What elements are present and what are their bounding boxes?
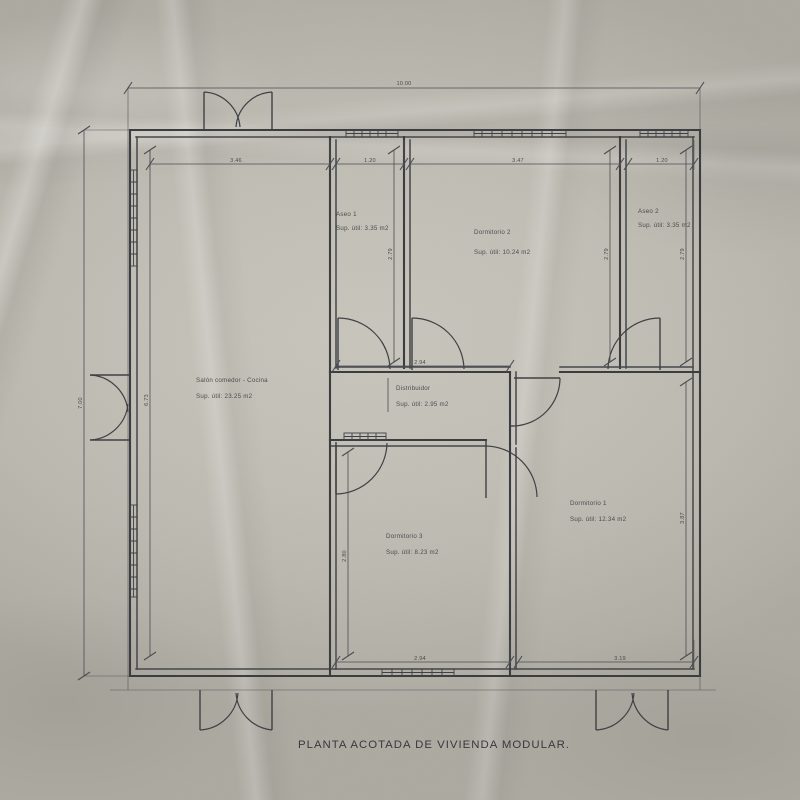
paper-grain xyxy=(0,0,800,800)
drawing-sheet: Salón comedor - Cocina Sup. útil: 23.25 … xyxy=(0,0,800,800)
floor-plan-drawing: Salón comedor - Cocina Sup. útil: 23.25 … xyxy=(0,0,800,800)
